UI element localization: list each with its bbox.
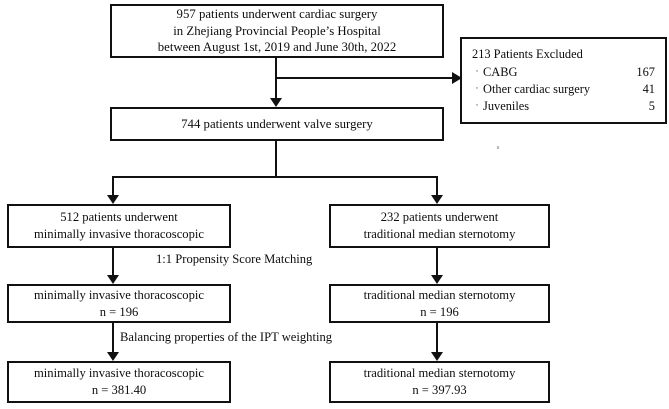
box-minimally-invasive-381-line1: minimally invasive thoracoscopic [34, 366, 204, 381]
excluded-item-cabg-label: CABG [483, 64, 518, 79]
connector-tms-196-to-tms-397 [436, 323, 438, 353]
box-traditional-sternotomy-196: traditional median sternotomy n = 196 [329, 284, 550, 323]
box-minimally-invasive-196: minimally invasive thoracoscopic n = 196 [7, 284, 231, 323]
box-minimally-invasive-512-line2: minimally invasive thoracoscopic [34, 227, 204, 241]
box-minimally-invasive-381-line2: n = 381.40 [91, 383, 147, 397]
label-propensity-score-matching: 1:1 Propensity Score Matching [152, 252, 317, 267]
arrow-tms-232-to-tms-196 [431, 275, 443, 284]
excluded-title: 213 Patients Excluded [472, 47, 583, 62]
box-cardiac-surgery: 957 patients underwent cardiac surgery i… [110, 4, 444, 58]
connector-valve-split-horizontal [112, 176, 438, 178]
connector-valve-stem [275, 141, 277, 178]
connector-mit-512-to-mit-196 [112, 248, 114, 276]
box-patients-excluded: 213 Patients Excluded · CABG 167 · Other… [460, 37, 667, 124]
excluded-item-other-cardiac-surgery-label: Other cardiac surgery [483, 81, 591, 96]
excluded-item-other-cardiac-surgery: · Other cardiac surgery 41 [471, 81, 657, 98]
box-cardiac-surgery-line1: 957 patients underwent cardiac surgery [176, 6, 378, 21]
label-ipt-weighting: Balancing properties of the IPT weightin… [116, 330, 337, 345]
arrow-tms-196-to-tms-397 [431, 352, 443, 361]
bullet-icon: · [475, 82, 479, 93]
excluded-item-juveniles-label: Juveniles [483, 98, 530, 113]
excluded-item-other-cardiac-surgery-count: 41 [642, 81, 655, 96]
scan-speck [497, 146, 499, 149]
connector-tms-232-to-tms-196 [436, 248, 438, 276]
box-traditional-sternotomy-232: 232 patients underwent traditional media… [329, 204, 550, 248]
box-traditional-sternotomy-196-line2: n = 196 [420, 304, 459, 319]
bullet-icon: · [475, 65, 479, 76]
arrow-cardiac-to-valve [270, 98, 282, 107]
box-minimally-invasive-381: minimally invasive thoracoscopic n = 381… [7, 361, 231, 403]
box-minimally-invasive-512-line1: 512 patients underwent [60, 210, 178, 225]
excluded-item-juveniles-count: 5 [648, 98, 655, 113]
box-cardiac-surgery-line3: between August 1st, 2019 and June 30th, … [157, 40, 397, 55]
arrow-mit-196-to-mit-381 [107, 352, 119, 361]
arrow-valve-to-tms-232 [431, 195, 443, 204]
connector-mit-196-to-mit-381 [112, 323, 114, 353]
box-traditional-sternotomy-397: traditional median sternotomy n = 397.93 [329, 361, 550, 403]
excluded-item-juveniles: · Juveniles 5 [471, 98, 657, 115]
box-minimally-invasive-196-line1: minimally invasive thoracoscopic [34, 287, 204, 302]
arrow-valve-to-mit-512 [107, 195, 119, 204]
box-minimally-invasive-196-line2: n = 196 [99, 304, 139, 319]
excluded-item-cabg: · CABG 167 [471, 64, 657, 81]
bullet-icon: · [475, 99, 479, 110]
box-traditional-sternotomy-232-line1: 232 patients underwent [380, 210, 499, 225]
connector-valve-to-tms-232 [436, 176, 438, 197]
connector-cardiac-to-excluded-horizontal [275, 77, 454, 79]
box-valve-surgery-line1: 744 patients underwent valve surgery [181, 116, 373, 131]
excluded-item-cabg-count: 167 [636, 64, 655, 79]
box-valve-surgery: 744 patients underwent valve surgery [110, 107, 444, 141]
box-cardiac-surgery-line2: in Zhejiang Provincial People’s Hospital [173, 23, 381, 38]
arrow-cardiac-to-excluded [452, 72, 462, 84]
connector-valve-to-mit-512 [112, 176, 114, 197]
box-minimally-invasive-512: 512 patients underwent minimally invasiv… [7, 204, 231, 248]
box-traditional-sternotomy-397-line1: traditional median sternotomy [363, 366, 516, 381]
box-traditional-sternotomy-196-line1: traditional median sternotomy [363, 287, 516, 302]
box-traditional-sternotomy-232-line2: traditional median sternotomy [363, 227, 516, 241]
box-traditional-sternotomy-397-line2: n = 397.93 [412, 383, 467, 397]
arrow-mit-512-to-mit-196 [107, 275, 119, 284]
